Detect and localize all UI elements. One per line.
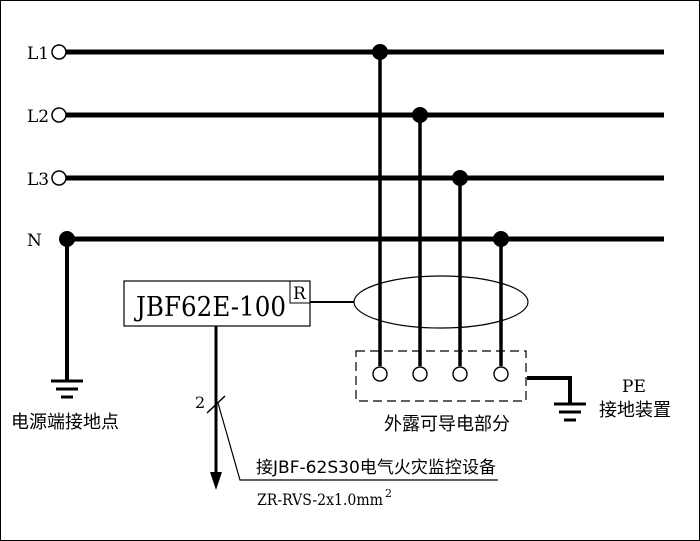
signal-cable-arrow [210,472,222,490]
cable-spec-superscript: 2 [385,487,392,500]
signal-cable [206,326,498,490]
load-terminal-l3 [452,366,468,382]
n-label: N [27,231,42,251]
pe-ground-symbol [527,376,586,422]
source-ground-label: 电源端接地点 [11,412,119,433]
cable-leader [217,402,498,481]
ground-device-label: 接地装置 [599,400,671,421]
cable-spec-label: ZR-RVS-2x1.0mm [257,490,383,509]
wire-count-tick [206,395,226,414]
source-ground-symbol [51,239,83,399]
pe-wire [527,376,572,404]
load-terminal-n [493,366,509,382]
l3-terminal [51,170,67,186]
load-terminal-l2 [412,366,428,382]
device-model: JBF62E-100 [133,292,286,323]
load-terminal-l1 [372,366,388,382]
pe-label: PE [622,377,646,397]
device-mark-box [289,280,311,304]
exposed-parts-box [355,350,527,402]
junctions [59,44,509,247]
exposed-parts-label: 外露可导电部分 [384,414,510,435]
connect-to-label: 接JBF-62S30电气火灾监控设备 [256,458,496,478]
l1-label: L1 [27,44,49,64]
l2-label: L2 [27,107,49,127]
l3-label: L3 [27,170,49,190]
bus-lines [51,44,664,242]
l2-terminal [51,107,67,123]
load-terminals [372,366,509,382]
device-mark: R [293,284,307,304]
wire-count-label: 2 [195,393,205,412]
labels: L1 L2 L3 N 电源端接地点 外露可导电部分 PE 接地装置 2 接JBF… [11,44,671,509]
drop-wires [378,52,503,366]
l1-terminal [51,44,67,60]
